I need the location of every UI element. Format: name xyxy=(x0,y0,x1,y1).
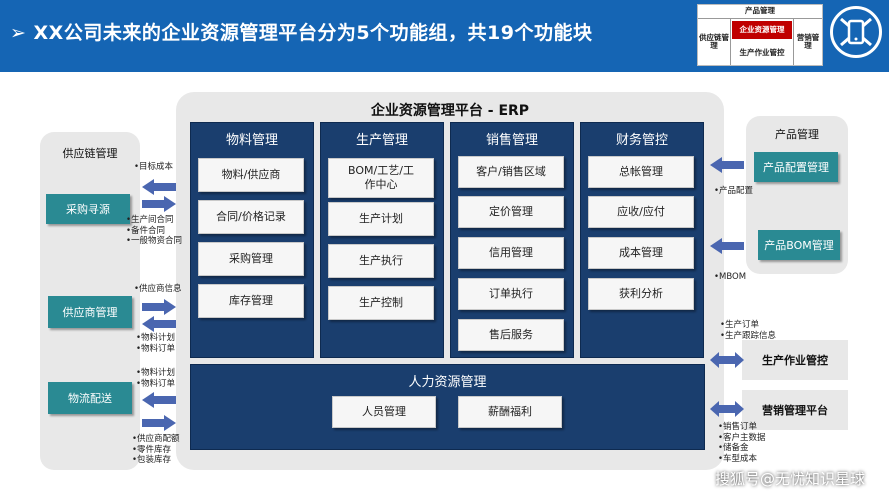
module-title: 生产管理 xyxy=(355,133,408,148)
double-arrow-icon xyxy=(710,401,744,417)
double-arrow-icon xyxy=(710,352,744,368)
supply-chain-title: 供应链管理 xyxy=(62,147,118,160)
function-block: 客户/销售区域 xyxy=(458,156,564,188)
product-box: 产品配置管理 xyxy=(754,152,838,182)
product-box: 产品BOM管理 xyxy=(758,230,840,260)
flow-note: •物料计划•物料订单 xyxy=(136,333,176,354)
logo-icon xyxy=(830,6,882,58)
function-block: 生产执行 xyxy=(328,244,434,278)
module-title: 财务管控 xyxy=(615,133,668,148)
function-block: 生产控制 xyxy=(328,286,434,320)
watermark: 搜狐号@无忧知识星球 xyxy=(714,470,865,488)
function-block: 采购管理 xyxy=(198,242,304,276)
arrow-left-icon xyxy=(710,157,744,173)
function-block: 售后服务 xyxy=(458,319,564,351)
arrow-right-icon xyxy=(142,415,176,431)
function-block: 定价管理 xyxy=(458,196,564,228)
function-block: 获利分析 xyxy=(588,278,694,310)
module-title: 物料管理 xyxy=(225,133,278,148)
function-block: 应收/应付 xyxy=(588,196,694,228)
arrow-left-icon xyxy=(710,238,744,254)
module-hr xyxy=(190,364,705,450)
flow-note: •供应商配额•零件库存•包装库存 xyxy=(132,434,180,466)
function-block: 物料/供应商 xyxy=(198,158,304,192)
function-block: 合同/价格记录 xyxy=(198,200,304,234)
function-block: 总帐管理 xyxy=(588,156,694,188)
flow-note: •MBOM xyxy=(714,272,747,282)
page-title: ➢ XX公司未来的企业资源管理平台分为5个功能组，共19个功能块 xyxy=(10,22,593,44)
function-block: 生产计划 xyxy=(328,202,434,236)
module-title: 销售管理 xyxy=(485,133,538,148)
mini-map-left: 供应链管理 xyxy=(698,19,731,65)
arrow-left-icon xyxy=(142,392,176,408)
arrow-left-icon xyxy=(142,179,176,195)
function-block: 订单执行 xyxy=(458,278,564,310)
flow-note: •销售订单•客户主数据•储备金•车型成本 xyxy=(718,422,766,464)
flow-note: •物料计划•物料订单 xyxy=(136,368,176,389)
phone-network-icon xyxy=(840,17,872,47)
module-title: 人力资源管理 xyxy=(408,375,487,390)
marketing-platform-box: 营销管理平台 xyxy=(742,390,848,430)
arrow-right-icon xyxy=(142,299,176,315)
mini-map-top: 产品管理 xyxy=(698,5,822,19)
flow-note: •供应商信息 xyxy=(134,284,182,294)
flow-note: •产品配置 xyxy=(714,186,754,196)
supply-box: 采购寻源 xyxy=(46,194,130,224)
function-block: 薪酬福利 xyxy=(458,396,562,428)
mini-map: 产品管理 供应链管理 企业资源管理 生产作业管控 营销管理 xyxy=(697,4,823,66)
function-block: 信用管理 xyxy=(458,237,564,269)
mini-map-right: 营销管理 xyxy=(793,19,822,65)
flow-note: •生产间合同•备件合同•一般物资合同 xyxy=(126,215,183,247)
function-block: 库存管理 xyxy=(198,284,304,318)
function-block: 人员管理 xyxy=(332,396,436,428)
function-block: 成本管理 xyxy=(588,237,694,269)
product-title: 产品管理 xyxy=(775,128,819,141)
supply-box: 供应商管理 xyxy=(48,296,132,328)
arrow-right-icon xyxy=(142,196,176,212)
flow-note: •生产订单•生产跟踪信息 xyxy=(720,320,777,341)
mini-map-center: 企业资源管理 xyxy=(732,21,792,39)
arrow-left-icon xyxy=(142,316,176,332)
erp-title: 企业资源管理平台 - ERP xyxy=(370,103,530,119)
production-control-box: 生产作业管控 xyxy=(742,340,848,380)
mini-map-bottom: 生产作业管控 xyxy=(739,47,785,57)
flow-note: •目标成本 xyxy=(134,162,174,172)
function-block: BOM/工艺/工作中心 xyxy=(328,158,434,198)
supply-box: 物流配送 xyxy=(48,382,132,414)
